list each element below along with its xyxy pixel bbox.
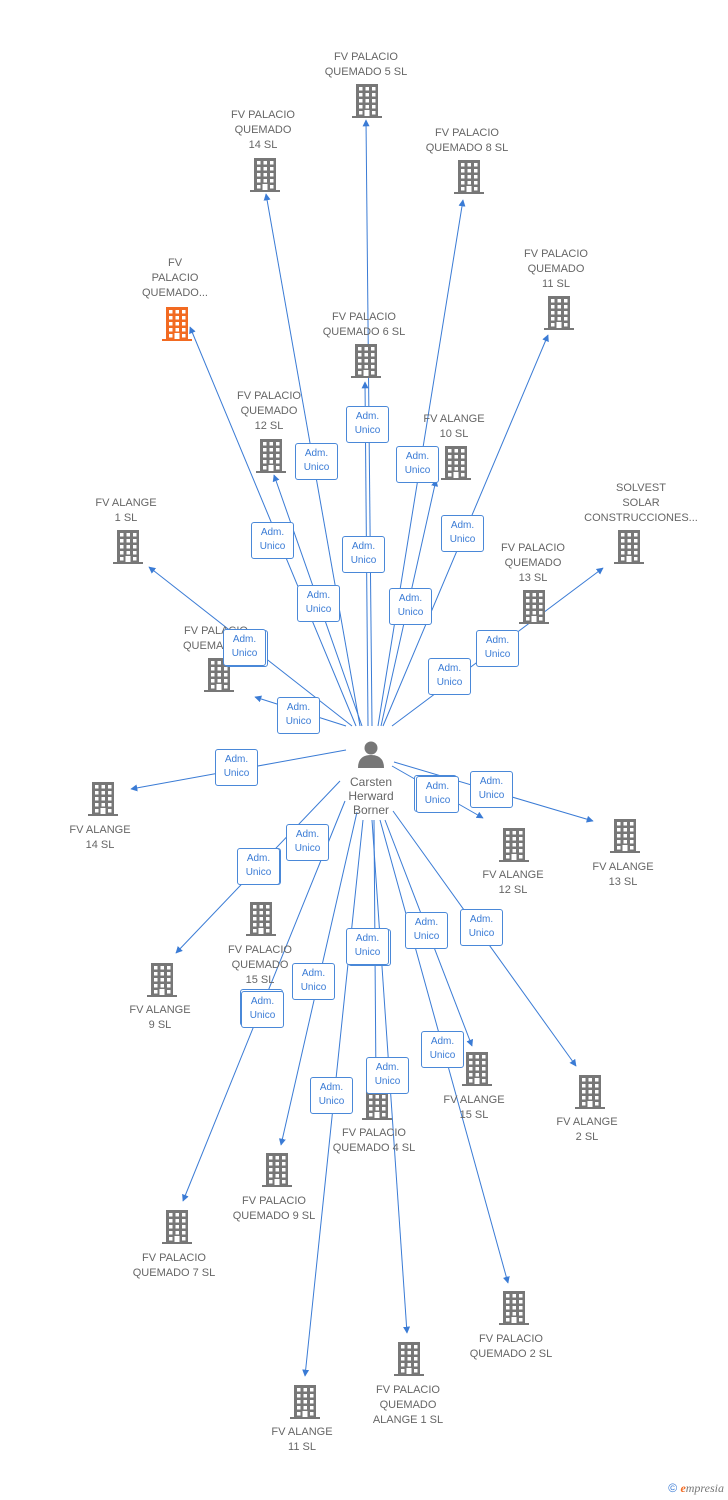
company-label-fvpq2[interactable]: FV PALACIO QUEMADO 2 SL [469, 1333, 553, 1360]
company-label-fvpqx[interactable]: FV PALACIO QUEMADO... [141, 257, 208, 299]
building-icon[interactable] [462, 1052, 492, 1086]
edge-label-extra[interactable]: Adm. Unico [241, 991, 284, 1028]
edge-label-fvpqc[interactable]: Adm. Unico [277, 697, 320, 734]
edge-label-fvpq2[interactable]: Adm. Unico [421, 1031, 464, 1068]
company-label-fvpq11[interactable]: FV PALACIO QUEMADO 11 SL [524, 248, 588, 290]
edge-label-fva13[interactable]: Adm. Unico [470, 771, 513, 808]
company-label-fvpq13[interactable]: FV PALACIO QUEMADO 13 SL [501, 542, 565, 584]
company-label-fva1[interactable]: FV ALANGE 1 SL [95, 497, 157, 524]
company-label-fvpq15[interactable]: FV PALACIO QUEMADO 15 SL [228, 944, 292, 986]
edge-label-fvpqa1[interactable]: Adm. Unico [366, 1057, 409, 1094]
brand-logo: empresia [680, 1481, 724, 1495]
company-label-solvest[interactable]: SOLVEST SOLAR CONSTRUCCIONES... [584, 482, 698, 524]
building-icon[interactable] [113, 530, 143, 564]
company-label-fva12[interactable]: FV ALANGE 12 SL [482, 869, 544, 896]
building-icon[interactable] [614, 530, 644, 564]
edge-label-extra[interactable]: Adm. Unico [223, 629, 266, 666]
edge-label-fva11[interactable]: Adm. Unico [310, 1077, 353, 1114]
building-icon[interactable] [394, 1342, 424, 1376]
company-label-fvpq6[interactable]: FV PALACIO QUEMADO 6 SL [322, 311, 406, 338]
edge-label-solvest[interactable]: Adm. Unico [476, 630, 519, 667]
building-icon[interactable] [162, 307, 192, 341]
nodes-layer [88, 84, 644, 1419]
edge-label-fvpqx[interactable]: Adm. Unico [251, 522, 294, 559]
edge-label-extra[interactable]: Adm. Unico [237, 848, 280, 885]
building-icon[interactable] [499, 1291, 529, 1325]
company-label-fva9[interactable]: FV ALANGE 9 SL [129, 1004, 191, 1031]
building-icon[interactable] [352, 84, 382, 118]
company-label-fvpq9[interactable]: FV PALACIO QUEMADO 9 SL [232, 1195, 316, 1222]
edge-label-fvpq6[interactable]: Adm. Unico [346, 406, 389, 443]
company-label-fva10[interactable]: FV ALANGE 10 SL [423, 413, 485, 440]
building-icon[interactable] [454, 160, 484, 194]
edge-label-fvpq9[interactable]: Adm. Unico [292, 963, 335, 1000]
edge-label-fvpq11[interactable]: Adm. Unico [441, 515, 484, 552]
building-icon[interactable] [499, 828, 529, 862]
company-label-fva13[interactable]: FV ALANGE 13 SL [592, 861, 654, 888]
company-label-fva15[interactable]: FV ALANGE 15 SL [443, 1094, 505, 1121]
edge-label-extra[interactable]: Adm. Unico [428, 658, 471, 695]
copyright-icon: © [668, 1481, 678, 1495]
building-icon[interactable] [256, 439, 286, 473]
building-icon[interactable] [351, 344, 381, 378]
building-icon[interactable] [262, 1153, 292, 1187]
edge-label-fvpq8[interactable]: Adm. Unico [396, 446, 439, 483]
edge-label-fvpq14[interactable]: Adm. Unico [295, 443, 338, 480]
building-icon[interactable] [88, 782, 118, 816]
edge-label-extra[interactable]: Adm. Unico [342, 536, 385, 573]
building-icon[interactable] [575, 1075, 605, 1109]
company-label-fvpq12[interactable]: FV PALACIO QUEMADO 12 SL [237, 390, 301, 432]
building-icon[interactable] [162, 1210, 192, 1244]
person-icon[interactable] [358, 741, 384, 769]
company-label-fvpq7[interactable]: FV PALACIO QUEMADO 7 SL [132, 1252, 216, 1279]
company-label-fva2[interactable]: FV ALANGE 2 SL [556, 1116, 618, 1143]
edge-label-fva2[interactable]: Adm. Unico [460, 909, 503, 946]
company-label-fvpq4[interactable]: FV PALACIO QUEMADO 4 SL [332, 1127, 416, 1154]
company-label-fvpqa1[interactable]: FV PALACIO QUEMADO ALANGE 1 SL [372, 1384, 444, 1426]
building-icon[interactable] [610, 819, 640, 853]
building-icon[interactable] [290, 1385, 320, 1419]
edge-label-fvpq12[interactable]: Adm. Unico [297, 585, 340, 622]
company-label-fvpq8[interactable]: FV PALACIO QUEMADO 8 SL [425, 127, 509, 154]
edge-label-fva14[interactable]: Adm. Unico [215, 749, 258, 786]
footer-brand: © empresia [668, 1481, 724, 1496]
edge-label-fva10[interactable]: Adm. Unico [389, 588, 432, 625]
building-icon[interactable] [147, 963, 177, 997]
building-icon[interactable] [544, 296, 574, 330]
building-icon[interactable] [246, 902, 276, 936]
person-name[interactable]: Carsten Herward Borner [348, 775, 394, 817]
edge-label-fva15[interactable]: Adm. Unico [405, 912, 448, 949]
building-icon[interactable] [441, 446, 471, 480]
edge-label-extra[interactable]: Adm. Unico [416, 776, 459, 813]
company-label-fvpq5[interactable]: FV PALACIO QUEMADO 5 SL [324, 51, 408, 78]
company-label-fva14[interactable]: FV ALANGE 14 SL [69, 824, 131, 851]
edge-label-extra[interactable]: Adm. Unico [346, 928, 389, 965]
building-icon[interactable] [519, 590, 549, 624]
edge-label-extra[interactable]: Adm. Unico [286, 824, 329, 861]
company-label-fva11[interactable]: FV ALANGE 11 SL [271, 1426, 333, 1453]
building-icon[interactable] [250, 158, 280, 192]
company-label-fvpq14[interactable]: FV PALACIO QUEMADO 14 SL [231, 109, 295, 151]
